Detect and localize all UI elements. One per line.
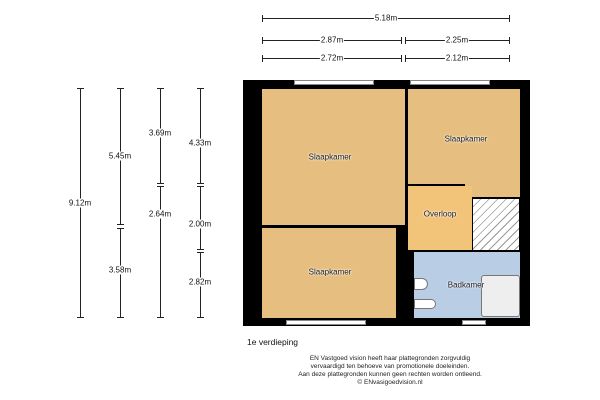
dim-label: 3.69m [147, 128, 173, 138]
dim-label: 2.72m [319, 53, 345, 63]
dim-label: 9.12m [67, 198, 93, 208]
window [286, 320, 366, 325]
room-label: Slaapkamer [308, 267, 352, 277]
room-label: Overloop [423, 209, 457, 219]
window [462, 320, 486, 325]
dim-label: 2.25m [444, 35, 470, 45]
dim-line [197, 186, 204, 250]
room-bedroom-2-ext [465, 180, 520, 197]
dim-label: 2.64m [147, 209, 173, 219]
sink [414, 278, 428, 290]
dim-label: 5.45m [107, 151, 133, 161]
dim-label: 2.87m [319, 35, 345, 45]
dim-label: 5.18m [373, 13, 399, 23]
room-label: Slaapkamer [444, 134, 488, 144]
room-label: Slaapkamer [308, 152, 352, 162]
room-bedroom-3 [262, 228, 396, 318]
disclaimer-line: © ENvasigoedvision.nl [357, 379, 423, 386]
dim-label: 3.58m [107, 265, 133, 275]
dim-line [197, 88, 204, 184]
dim-label: 2.00m [187, 219, 213, 229]
dim-label: 2.12m [444, 53, 470, 63]
staircase [473, 199, 519, 250]
window [294, 80, 374, 85]
room-bedroom-2 [408, 89, 520, 184]
room-bedroom-1 [262, 89, 405, 225]
disclaimer-line: Aan deze plattegronden kunnen geen recht… [298, 371, 482, 378]
disclaimer-line: EN Vastgoed vision heeft haar plattegron… [309, 355, 471, 362]
disclaimer: EN Vastgoed vision heeft haar plattegron… [240, 355, 540, 387]
dim-label: 2.82m [187, 277, 213, 287]
dim-line [157, 186, 164, 318]
room-label: Badkamer [447, 280, 485, 290]
dim-label: 4.33m [187, 138, 213, 148]
floor-label: 1e verdieping [247, 337, 299, 347]
window [410, 80, 490, 85]
disclaimer-line: vervaardigd ten behoeve van promotionele… [310, 363, 470, 370]
room-landing [408, 186, 472, 250]
toilet [414, 299, 436, 309]
bathtub [481, 275, 520, 317]
